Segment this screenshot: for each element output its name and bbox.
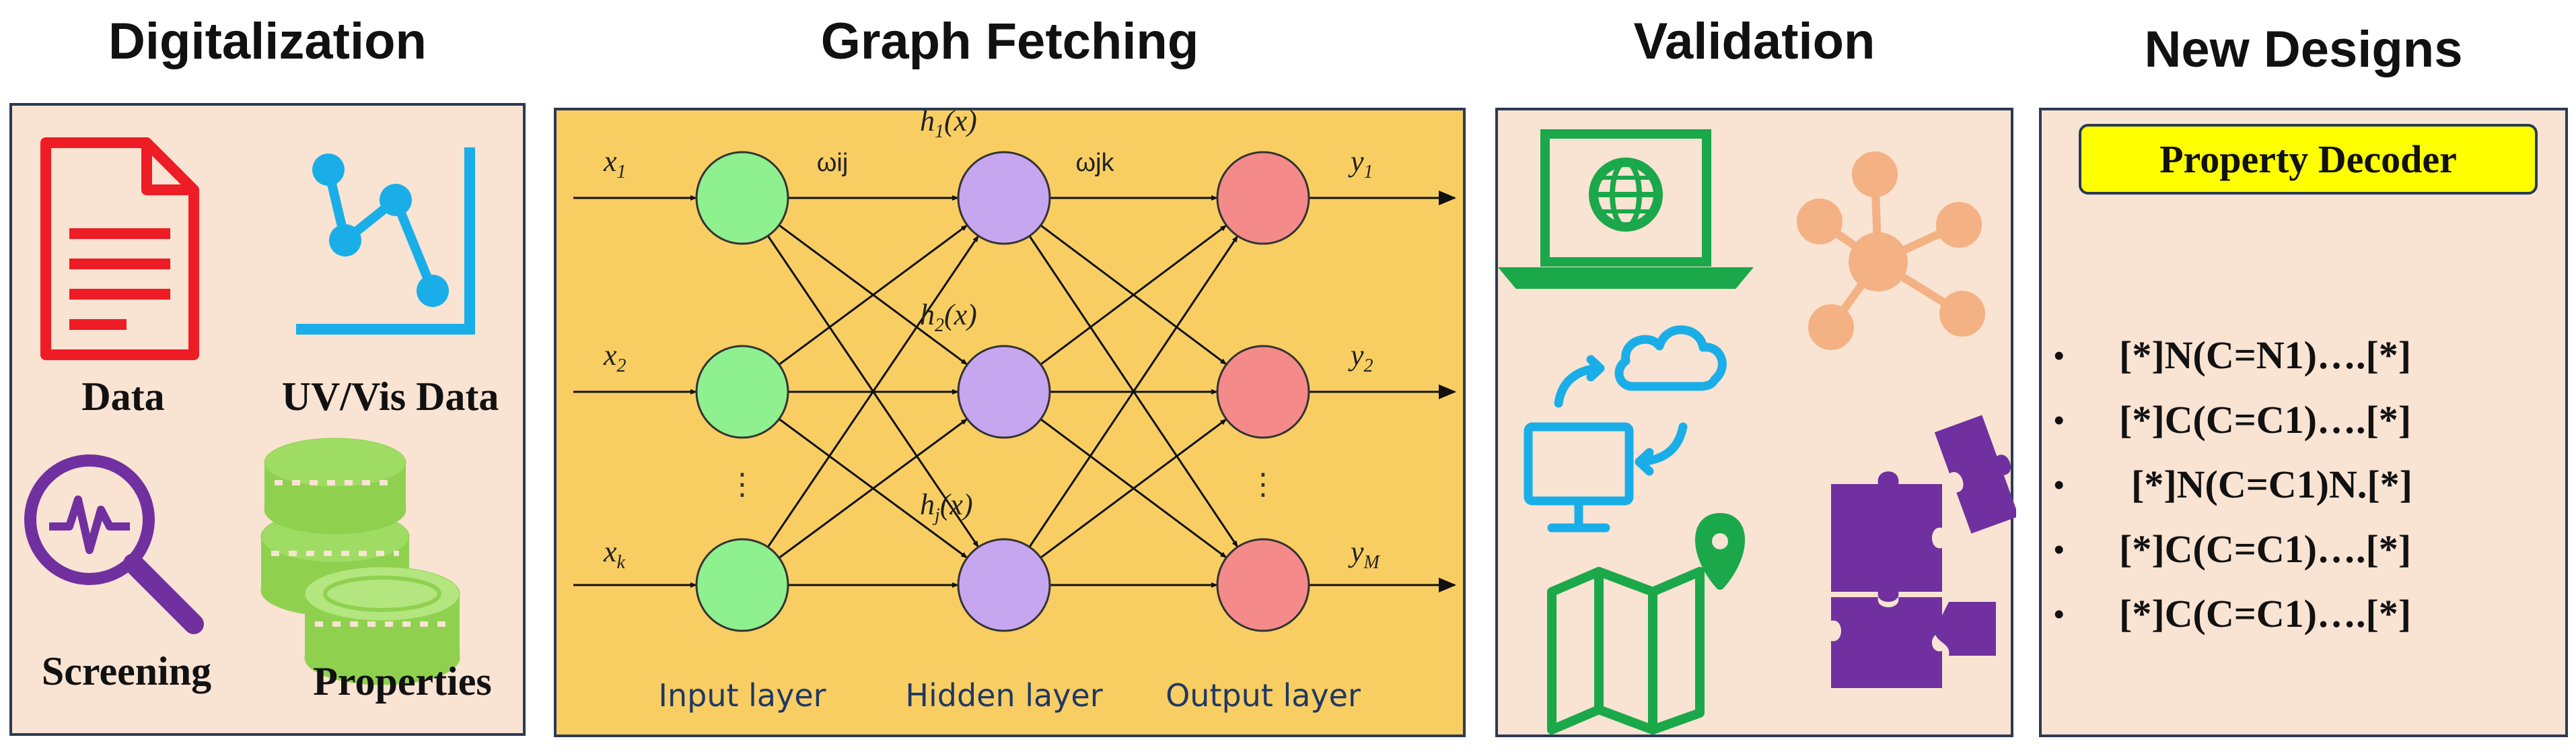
hidden-output-connection — [1040, 224, 1227, 366]
output-layer-label: Output layer — [1166, 677, 1361, 714]
new-designs-title: New Designs — [2144, 21, 2463, 78]
data-label: Data — [81, 374, 164, 419]
validation-panel — [1495, 108, 2016, 737]
smiles-text: [*]C(C=C1)….[*] — [2119, 527, 2412, 571]
hidden-layer-label: Hidden layer — [905, 677, 1102, 714]
digitalization-title: Digitalization — [108, 13, 427, 70]
hidden-output-connection — [1028, 235, 1239, 548]
input-node — [695, 345, 789, 439]
graph-fetching-title: Graph Fetching — [820, 13, 1199, 70]
smiles-item: • [*]N(C=N1)….[*] — [2042, 333, 2571, 397]
document-icon — [40, 137, 199, 360]
screening-magnifier-icon — [24, 454, 204, 634]
smiles-item: • [*]C(C=C1)….[*] — [2042, 526, 2571, 591]
smiles-list: • [*]N(C=N1)….[*] • [*]C(C=C1)….[*] • [*]N(C=… — [2042, 333, 2571, 656]
digitalization-panel: Data UV/Vis Data Screening — [9, 103, 526, 736]
input-label-2: x2 — [603, 339, 627, 376]
smiles-text: [*]N(C=N1)….[*] — [2119, 333, 2412, 377]
input-ellipsis: ⋮ — [727, 467, 757, 502]
output-label-2: y2 — [1348, 339, 1373, 376]
smiles-text: [*]C(C=C1)….[*] — [2119, 592, 2412, 636]
uv-vis-data-label: UV/Vis Data — [282, 374, 499, 419]
new-designs-panel: Property Decoder • [*]N(C=N1)….[*] • [*]C(C… — [2039, 108, 2568, 737]
input-hidden-connection — [778, 224, 968, 366]
output-node — [1216, 538, 1310, 632]
bullet-icon: • — [2054, 339, 2065, 372]
hidden-label-2: h2(x) — [920, 298, 977, 336]
hidden-node — [957, 538, 1051, 632]
output-label-1: y1 — [1348, 145, 1373, 182]
network-connections — [573, 191, 1456, 592]
map-pin-icon — [1547, 513, 1745, 734]
output-node — [1216, 151, 1310, 245]
smiles-item: • [*]N(C=C1)N.[*] — [2042, 462, 2571, 526]
input-node — [695, 538, 789, 632]
network-hub-icon — [1797, 151, 1985, 350]
property-decoder-box: Property Decoder — [2079, 124, 2538, 195]
hidden-label-j: hj(x) — [920, 488, 973, 526]
bullet-icon: • — [2054, 598, 2065, 631]
screening-label: Screening — [42, 649, 211, 693]
properties-label: Properties — [313, 659, 491, 704]
weight-label-jk: ωjk — [1075, 149, 1114, 177]
cloud-sync-icon — [1524, 325, 1727, 533]
hidden-node — [957, 151, 1051, 245]
input-hidden-connection — [766, 235, 980, 548]
graph-fetching-panel: x1 x2 xk ωij ωjk h1(x) h2(x) hj(x) y1 y2… — [554, 108, 1466, 737]
laptop-globe-icon — [1498, 129, 1754, 289]
input-node — [695, 151, 789, 245]
puzzle-icon — [1831, 415, 2016, 688]
smiles-text: [*]C(C=C1)….[*] — [2119, 398, 2412, 442]
weight-label-ij: ωij — [817, 149, 849, 177]
hidden-label-1: h1(x) — [920, 110, 977, 142]
uv-vis-chart-icon — [296, 147, 475, 335]
input-layer-label: Input layer — [658, 677, 826, 714]
bullet-icon: • — [2054, 533, 2065, 566]
validation-title: Validation — [1633, 13, 1875, 70]
output-node — [1216, 345, 1310, 439]
smiles-item: • [*]C(C=C1)….[*] — [2042, 397, 2571, 462]
properties-coins-icon — [260, 438, 460, 685]
hidden-output-connection — [1040, 418, 1227, 559]
hidden-node — [957, 345, 1051, 439]
smiles-text: [*]N(C=C1)N.[*] — [2131, 463, 2412, 506]
bullet-icon: • — [2054, 404, 2065, 437]
property-decoder-label: Property Decoder — [2159, 137, 2457, 181]
input-hidden-connection — [778, 418, 968, 559]
input-label-1: x1 — [603, 145, 627, 182]
output-ellipsis: ⋮ — [1248, 467, 1278, 502]
input-label-k: xk — [603, 535, 626, 573]
output-label-m: yM — [1348, 535, 1381, 573]
smiles-item: • [*]C(C=C1)….[*] — [2042, 591, 2571, 656]
bullet-icon: • — [2054, 469, 2065, 502]
